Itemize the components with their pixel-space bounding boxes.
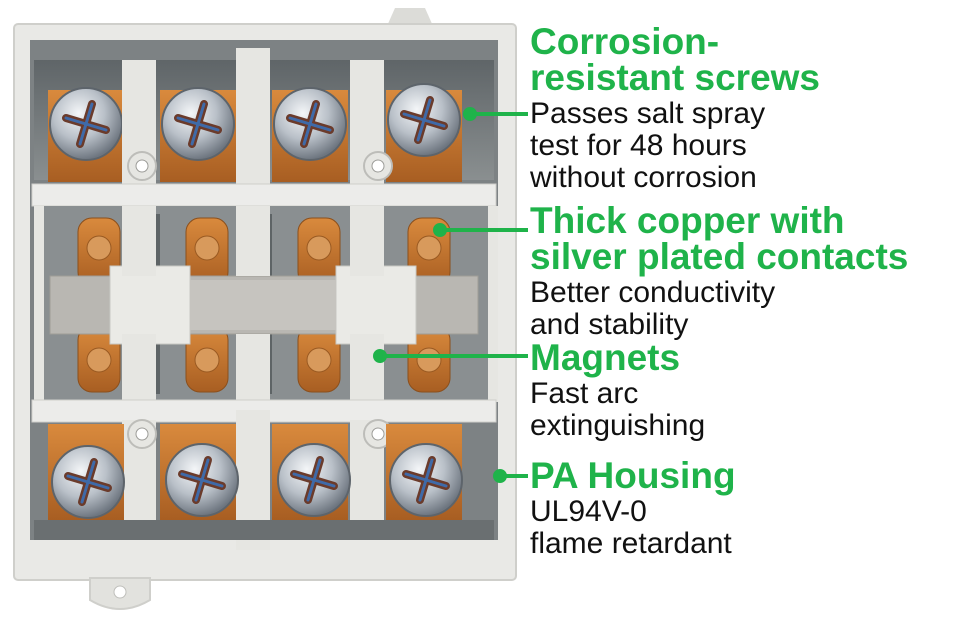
corrosion-resistant-screw <box>165 443 239 517</box>
silver-plated-copper-contact <box>185 217 229 287</box>
corrosion-resistant-screw <box>277 443 351 517</box>
top-screws <box>49 83 461 161</box>
feature-corrosion-resistant-screws: Corrosion- resistant screws Passes salt … <box>530 21 821 194</box>
corrosion-resistant-screw <box>51 445 125 519</box>
feature-title: Corrosion- resistant screws <box>530 21 821 98</box>
contact-bridge <box>49 206 479 402</box>
feature-silver-plated-contacts: Thick copper with silver plated contacts… <box>530 200 909 341</box>
feature-magnets: Magnets Fast arc extinguishing <box>530 337 706 442</box>
corrosion-resistant-screw <box>387 83 461 157</box>
silver-plated-copper-contact <box>297 217 341 287</box>
bottom-screws <box>51 443 463 519</box>
leader-dot-housing <box>493 469 507 483</box>
contact-chamber <box>34 206 498 402</box>
leader-dot-contacts <box>433 223 447 237</box>
feature-description: Fast arc extinguishing <box>530 377 706 442</box>
feature-description: UL94V-0 flame retardant <box>530 495 732 560</box>
corrosion-resistant-screw <box>389 443 463 517</box>
lower-divider <box>31 399 497 550</box>
corrosion-resistant-screw <box>161 87 235 161</box>
feature-title: Thick copper with silver plated contacts <box>530 200 909 277</box>
callout-leaders <box>373 107 528 483</box>
upper-divider <box>31 48 497 207</box>
leader-dot-screws <box>463 107 477 121</box>
corrosion-resistant-screw <box>273 87 347 161</box>
leader-dot-magnets <box>373 349 387 363</box>
silver-plated-copper-contact <box>185 325 229 393</box>
feature-pa-housing: PA Housing UL94V-0 flame retardant <box>530 455 736 560</box>
feature-description: Passes salt spray test for 48 hours with… <box>530 97 766 194</box>
contactor-photo <box>13 8 517 610</box>
feature-description: Better conductivity and stability <box>530 276 776 341</box>
feature-title: Magnets <box>530 337 681 378</box>
feature-title: PA Housing <box>530 455 736 496</box>
